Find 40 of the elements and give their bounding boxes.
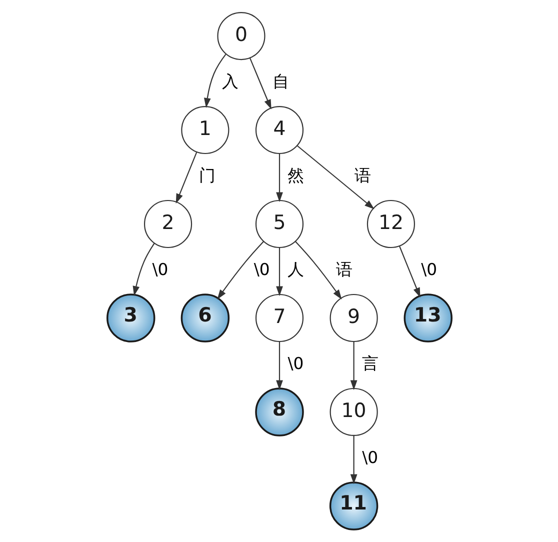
node-circle: 11 xyxy=(328,482,378,530)
edge-label: 然 xyxy=(287,166,304,185)
arrow xyxy=(203,54,226,108)
node-circle: 0 xyxy=(216,12,265,60)
edge-label: \0 xyxy=(420,260,437,279)
node-circle: 10 xyxy=(329,388,378,436)
arrow xyxy=(248,58,271,110)
edge-label: 人 xyxy=(287,260,304,279)
arrow xyxy=(294,241,342,300)
node-circle: 5 xyxy=(254,200,304,248)
node-circle: 9 xyxy=(329,294,378,342)
edge-label: 自 xyxy=(272,72,288,91)
node-circle: 6 xyxy=(180,294,230,342)
edge-label: 语 xyxy=(335,260,352,279)
edge-label: 入 xyxy=(222,72,238,91)
arrow xyxy=(276,248,282,296)
arrow xyxy=(350,342,357,390)
arrow xyxy=(296,145,374,210)
arrow xyxy=(398,246,420,298)
arrow xyxy=(276,342,282,390)
node-circle: 8 xyxy=(254,388,304,436)
node-circle: 1 xyxy=(180,106,229,154)
node-circle: 3 xyxy=(106,294,155,342)
node-circle: 4 xyxy=(254,106,304,154)
node-circle: 7 xyxy=(254,294,304,342)
arrow xyxy=(216,241,264,300)
edge-label: 语 xyxy=(354,166,370,185)
edge-label: \0 xyxy=(152,260,168,279)
edge-label: \0 xyxy=(287,354,304,373)
node-circle: 12 xyxy=(366,200,415,248)
node-circle: 2 xyxy=(143,200,192,248)
edge-label: \0 xyxy=(253,260,270,279)
arrow xyxy=(175,152,197,204)
arrow xyxy=(276,154,282,202)
edge-label: \0 xyxy=(362,448,378,467)
edge-label: 门 xyxy=(198,166,215,185)
edge-label: 言 xyxy=(362,354,378,373)
arrow xyxy=(350,436,357,484)
node-circle: 13 xyxy=(403,294,452,342)
arrow xyxy=(132,243,154,296)
